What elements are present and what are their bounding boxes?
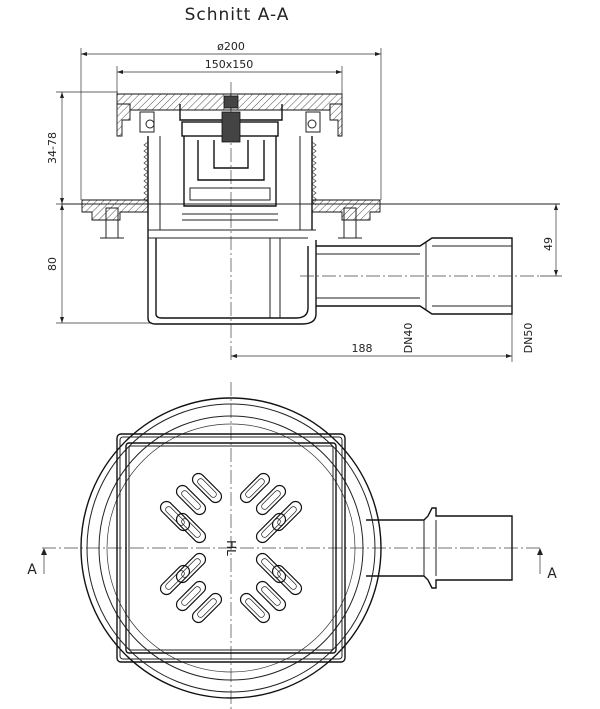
grate-slot-inner bbox=[245, 478, 265, 498]
section-mark-left: A bbox=[27, 548, 47, 578]
grate-slot-inner bbox=[261, 558, 281, 578]
grate-slot bbox=[255, 484, 287, 516]
grate-slot-inner bbox=[197, 478, 217, 498]
height-adjust-label: 34-78 bbox=[46, 132, 59, 164]
svg-text:A: A bbox=[27, 562, 37, 578]
grate-slot-inner bbox=[261, 586, 281, 606]
grate-size-dimension: 150x150 bbox=[116, 58, 343, 94]
outlet-length-label: 188 bbox=[352, 342, 373, 355]
grate-slot bbox=[175, 552, 207, 584]
dn40-label: DN40 bbox=[402, 323, 415, 354]
clamp-flange bbox=[81, 199, 381, 239]
grate-slot bbox=[255, 580, 287, 612]
outlet-pipe bbox=[300, 237, 540, 315]
grate-slot-inner bbox=[197, 598, 217, 618]
outlet-length-dimension: 188 bbox=[231, 314, 513, 362]
grate-section bbox=[116, 93, 343, 121]
odour-trap bbox=[181, 111, 279, 221]
grate-slot-inner bbox=[261, 490, 281, 510]
diameter-label: ø200 bbox=[217, 40, 245, 53]
outlet-height-label: 49 bbox=[542, 237, 555, 251]
extension-thread bbox=[143, 136, 317, 230]
grate-slot bbox=[175, 484, 207, 516]
grate-marking: HL bbox=[224, 540, 238, 556]
adjustable-frame bbox=[116, 103, 343, 137]
grate-size-label: 150x150 bbox=[205, 58, 254, 71]
body-height-dimension: 80 bbox=[46, 204, 150, 324]
dn50-label: DN50 bbox=[522, 323, 535, 354]
outlet-height-dimension: 49 bbox=[540, 204, 562, 277]
height-adjust-dimension: 34-78 bbox=[46, 91, 118, 205]
grate-slot-inner bbox=[245, 598, 265, 618]
grate-slot bbox=[239, 472, 271, 504]
body-height-label: 80 bbox=[46, 257, 59, 271]
grate-slot bbox=[255, 552, 287, 584]
grate-slot-inner bbox=[181, 518, 201, 538]
grate-slot-inner bbox=[181, 586, 201, 606]
grate-slot-inner bbox=[181, 558, 201, 578]
grate-slots bbox=[159, 472, 303, 624]
grate-slot bbox=[175, 580, 207, 612]
grate-slot bbox=[239, 592, 271, 624]
svg-text:A: A bbox=[547, 566, 557, 582]
section-view: ø200 150x150 34-78 80 bbox=[46, 40, 562, 362]
section-title: Schnitt A-A bbox=[185, 5, 290, 25]
diameter-dimension: ø200 bbox=[80, 40, 382, 200]
grate-slot bbox=[191, 472, 223, 504]
grate-slot-inner bbox=[181, 490, 201, 510]
grate-slot bbox=[255, 512, 287, 544]
plan-view: HL A A bbox=[27, 382, 557, 709]
grate-slot bbox=[191, 592, 223, 624]
section-mark-right: A bbox=[537, 548, 557, 582]
drain-body bbox=[147, 229, 317, 325]
grate-slot bbox=[175, 512, 207, 544]
grate-slot-inner bbox=[261, 518, 281, 538]
outlet-plan bbox=[366, 507, 513, 589]
